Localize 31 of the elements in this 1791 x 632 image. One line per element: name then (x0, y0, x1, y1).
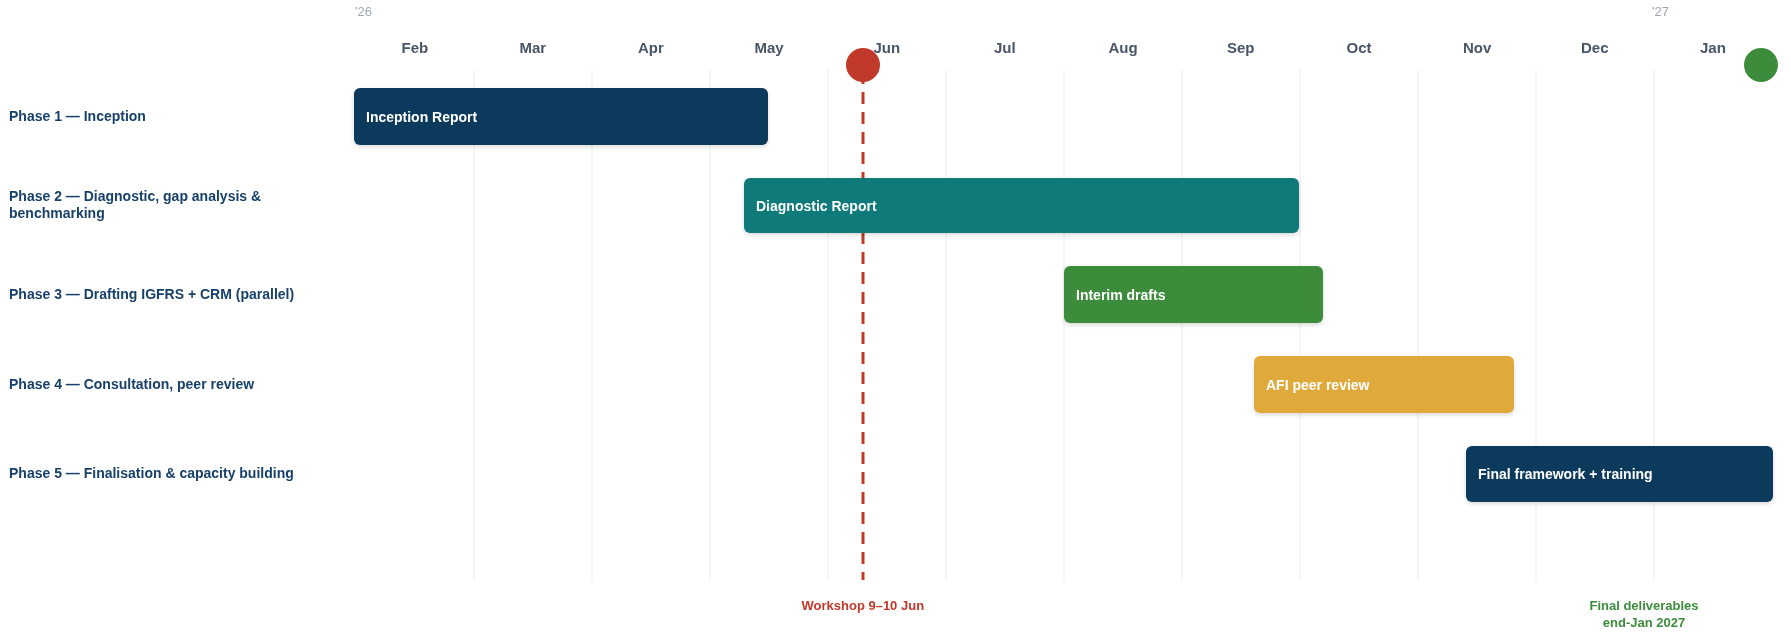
phase-label: Phase 4 — Consultation, peer review (9, 376, 255, 392)
month-label: Nov (1463, 39, 1492, 56)
month-label: Jul (994, 39, 1016, 56)
task-label: Final framework + training (1478, 466, 1653, 482)
task-bar (1466, 446, 1773, 502)
task-label: Interim drafts (1076, 286, 1166, 303)
task-bar (354, 88, 768, 145)
phase-label: Phase 3 — Drafting IGFRS + CRM (parallel) (9, 286, 295, 302)
task-label: Inception Report (366, 108, 478, 125)
year-label: '27 (1652, 4, 1669, 19)
task-bar (1254, 356, 1514, 413)
month-label: Aug (1108, 39, 1138, 56)
month-label: Sep (1227, 39, 1255, 56)
phase-label: Phase 2 — Diagnostic, gap analysis & benchmarking (9, 188, 263, 222)
task-label: Diagnostic Report (756, 197, 877, 214)
task-label: AFI peer review (1266, 376, 1370, 393)
month-label: May (754, 39, 784, 56)
month-label: Jun (873, 39, 901, 56)
year-label: '26 (355, 4, 372, 19)
month-label: Oct (1346, 39, 1372, 56)
month-label: Apr (638, 39, 664, 56)
month-label: Mar (519, 39, 547, 56)
milestone-label: Final deliverables end-Jan 2027 (1588, 597, 1700, 631)
task-bar (744, 178, 1299, 233)
task-bar (1064, 266, 1323, 323)
phase-label: Phase 1 — Inception (9, 108, 146, 124)
month-label: Dec (1581, 39, 1609, 56)
month-label: Feb (401, 39, 429, 56)
month-label: Jan (1700, 39, 1726, 56)
milestone-label: Workshop 9–10 Jun (801, 598, 925, 613)
phase-label: Phase 5 — Finalisation & capacity building (9, 465, 294, 481)
